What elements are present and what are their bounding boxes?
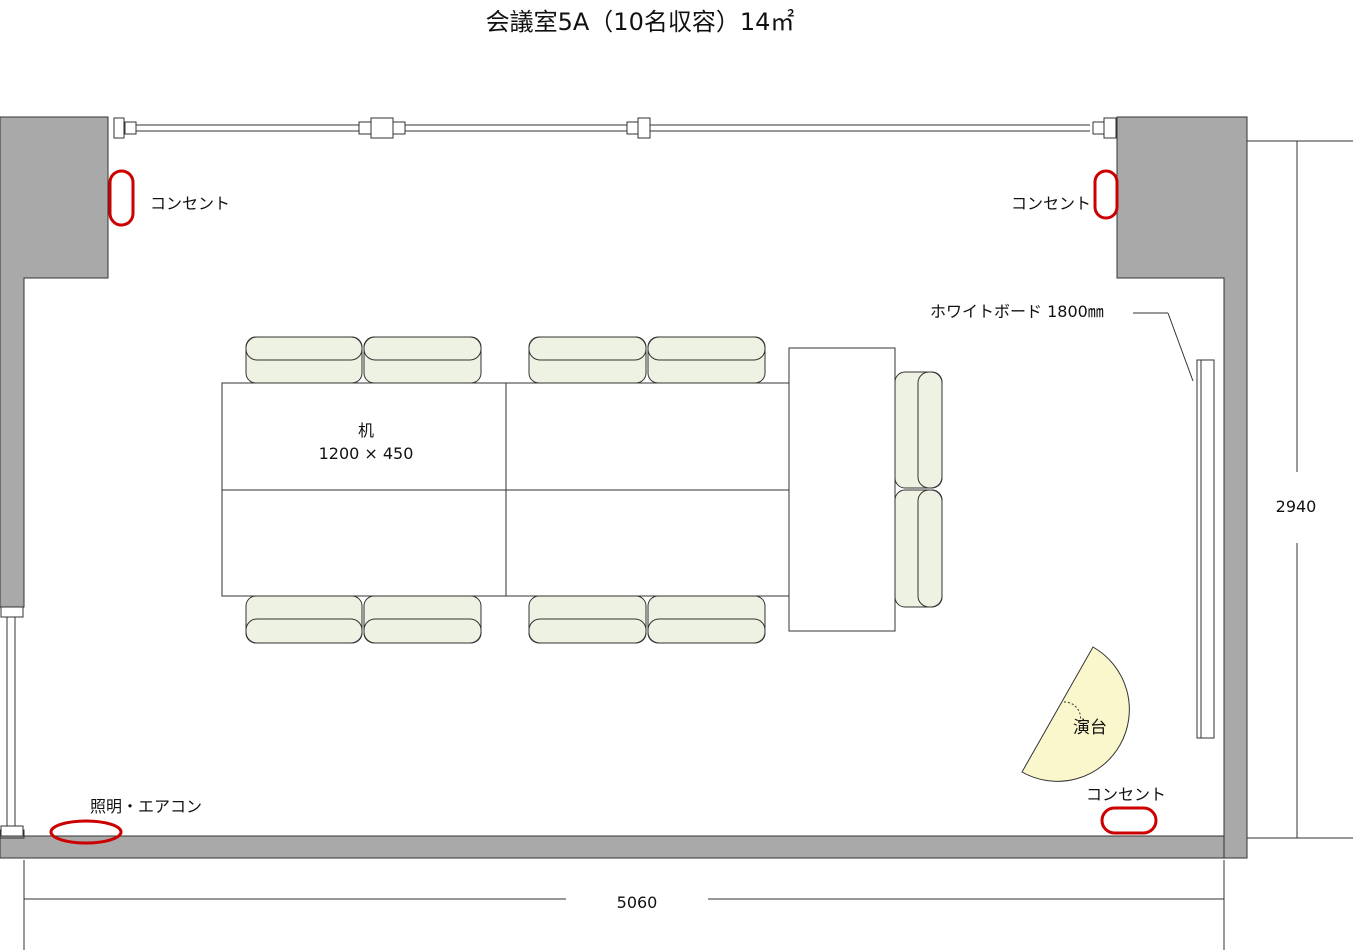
rail-bracket	[1103, 117, 1117, 139]
rail-bracket	[358, 121, 372, 135]
chair-front	[528, 336, 647, 361]
chair-front	[245, 618, 363, 644]
outlet-label-bottom-right: コンセント	[1086, 785, 1166, 804]
height-dimension-label: 2940	[1276, 497, 1317, 516]
outlet-marker-top-right	[1093, 169, 1119, 220]
whiteboard-leader-line	[1167, 312, 1194, 382]
rail-bracket	[626, 121, 639, 135]
desk	[221, 489, 507, 597]
chair-front	[363, 336, 482, 361]
whiteboard-label: ホワイトボード 1800㎜	[930, 302, 1104, 321]
chair-front	[363, 618, 482, 644]
desks	[221, 347, 896, 632]
rail-bracket	[392, 121, 406, 135]
lighting-aircon-marker	[49, 819, 123, 845]
outlet-label-top-right: コンセント	[1011, 194, 1091, 213]
outlet-markers	[49, 169, 1158, 845]
plan-title: 会議室5A（10名収容）14㎡	[486, 8, 795, 36]
lighting-aircon-label: 照明・エアコン	[90, 797, 202, 816]
chair-front	[245, 336, 363, 361]
walls	[0, 116, 1248, 859]
width-dimension-label: 5060	[617, 893, 658, 912]
rail-bracket	[637, 117, 651, 139]
outlet-marker-top-left	[108, 169, 135, 227]
wall-top-left-block	[0, 116, 109, 608]
desk	[505, 489, 791, 597]
door-left	[0, 606, 24, 837]
chair-front	[528, 618, 647, 644]
chair-front	[917, 489, 943, 608]
desk	[505, 382, 791, 491]
chair-front	[647, 618, 766, 644]
chairs	[245, 336, 943, 644]
height-dimension	[1247, 140, 1353, 839]
desk-size-label: 1200 × 450	[319, 444, 414, 463]
rail-bracket	[113, 117, 125, 139]
wall-bottom	[0, 835, 1225, 859]
podium-label: 演台	[1073, 718, 1107, 738]
rail-bracket	[124, 121, 137, 135]
rail-bracket	[1092, 121, 1105, 135]
desk-end	[788, 347, 896, 632]
chair-front	[647, 336, 766, 361]
width-dimension	[23, 860, 1225, 950]
desk-label: 机	[358, 421, 374, 440]
window-rail-top	[113, 117, 1117, 139]
wall-top-right-block	[1116, 116, 1248, 859]
whiteboard	[1196, 359, 1215, 739]
chair-front	[917, 371, 943, 489]
outlet-marker-bottom-right	[1100, 806, 1158, 835]
rail-bracket	[370, 117, 394, 139]
outlet-label-top-left: コンセント	[150, 194, 230, 213]
podium	[1021, 646, 1130, 782]
desk	[221, 382, 507, 491]
